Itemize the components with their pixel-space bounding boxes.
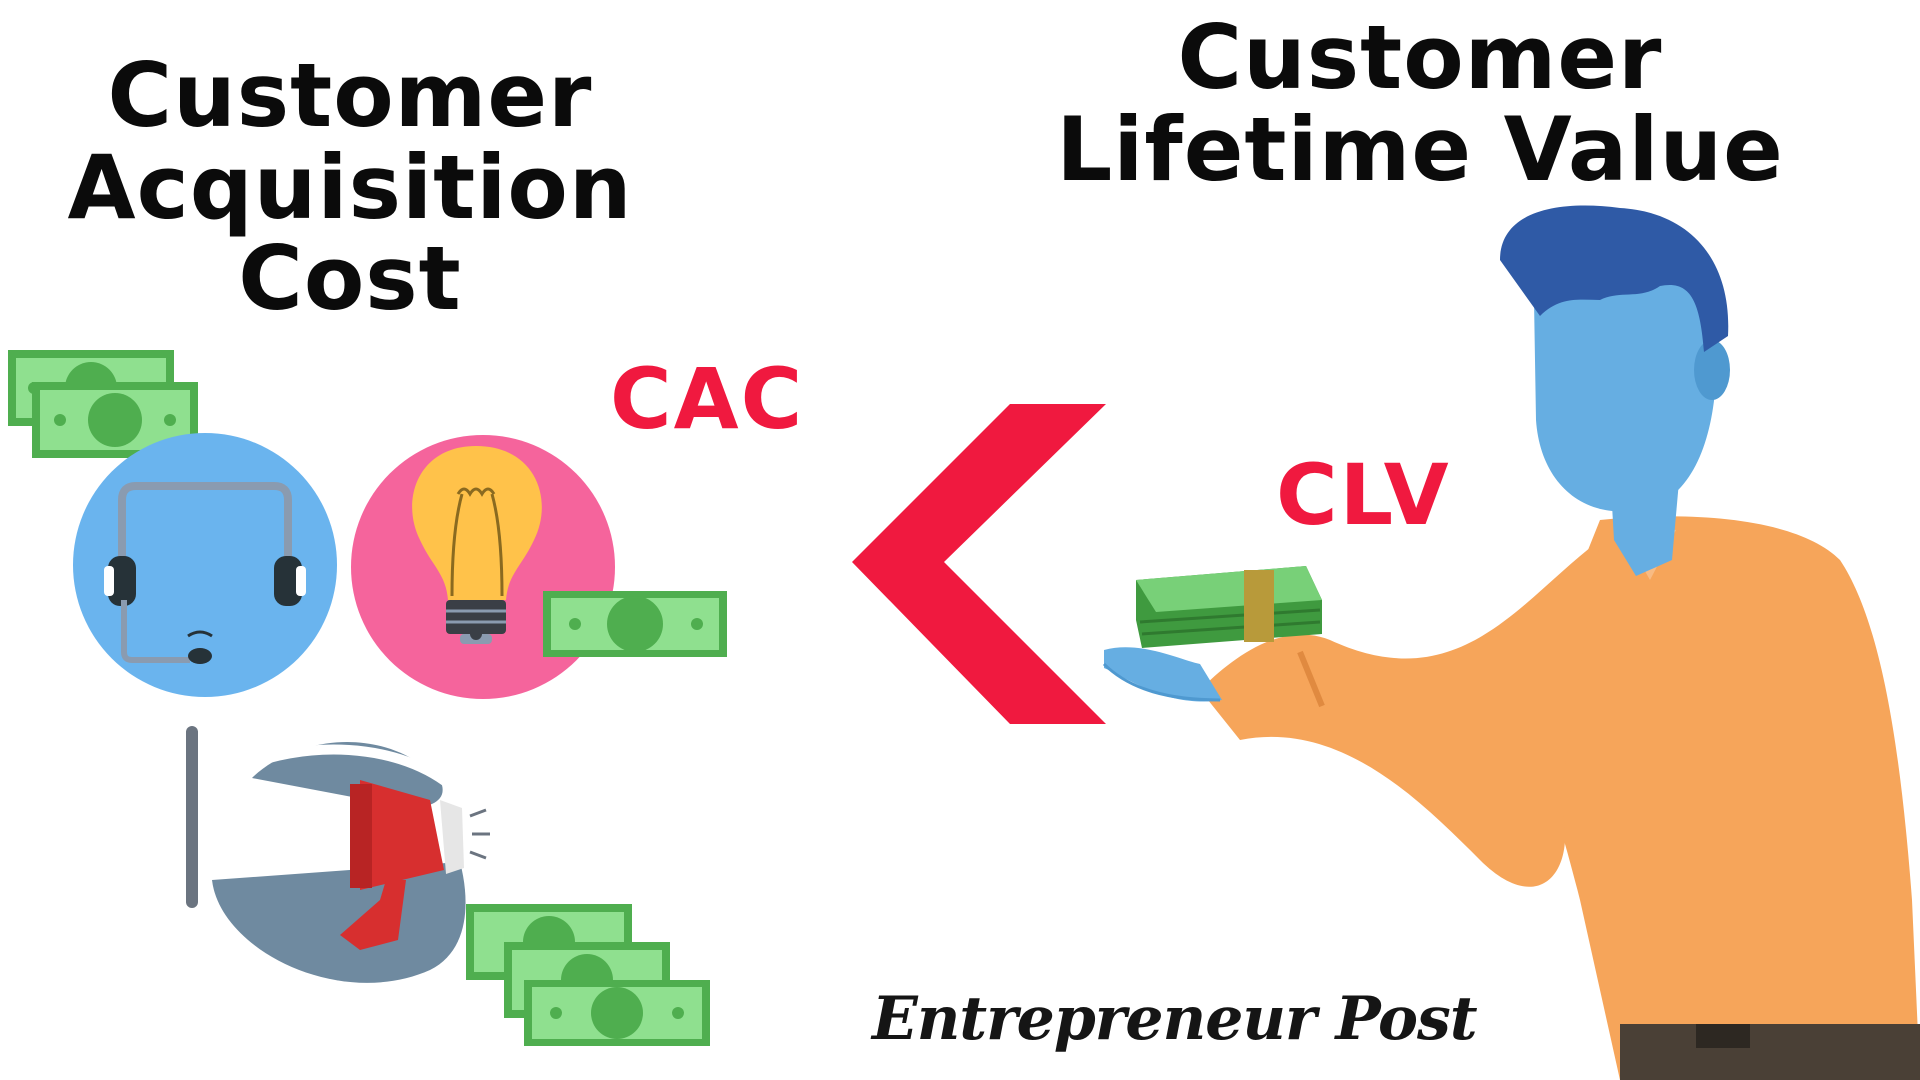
right-title-line-1: Customer <box>1177 6 1663 109</box>
right-title: Customer Lifetime Value <box>1040 12 1800 195</box>
clv-label: CLV <box>1276 446 1451 544</box>
megaphone-icon <box>186 726 490 983</box>
businessman-illustration <box>1102 205 1920 1080</box>
left-title-line-3: Cost <box>238 227 462 331</box>
right-title-line-2: Lifetime Value <box>1056 97 1784 201</box>
lightbulb-icon <box>351 435 615 699</box>
money-bill-icon <box>543 591 727 657</box>
left-title: Customer Acquisition Cost <box>40 50 660 325</box>
brand-logo-text: Entrepreneur Post <box>872 984 1478 1054</box>
headset-agent-icon <box>73 433 337 697</box>
money-stack-icon <box>1136 566 1322 648</box>
money-bill-icon <box>524 980 710 1046</box>
cac-label: CAC <box>610 350 805 448</box>
left-title-line-1: Customer <box>107 44 593 147</box>
less-than-chevron-icon <box>852 404 1106 724</box>
left-title-line-2: Acquisition <box>67 135 633 239</box>
